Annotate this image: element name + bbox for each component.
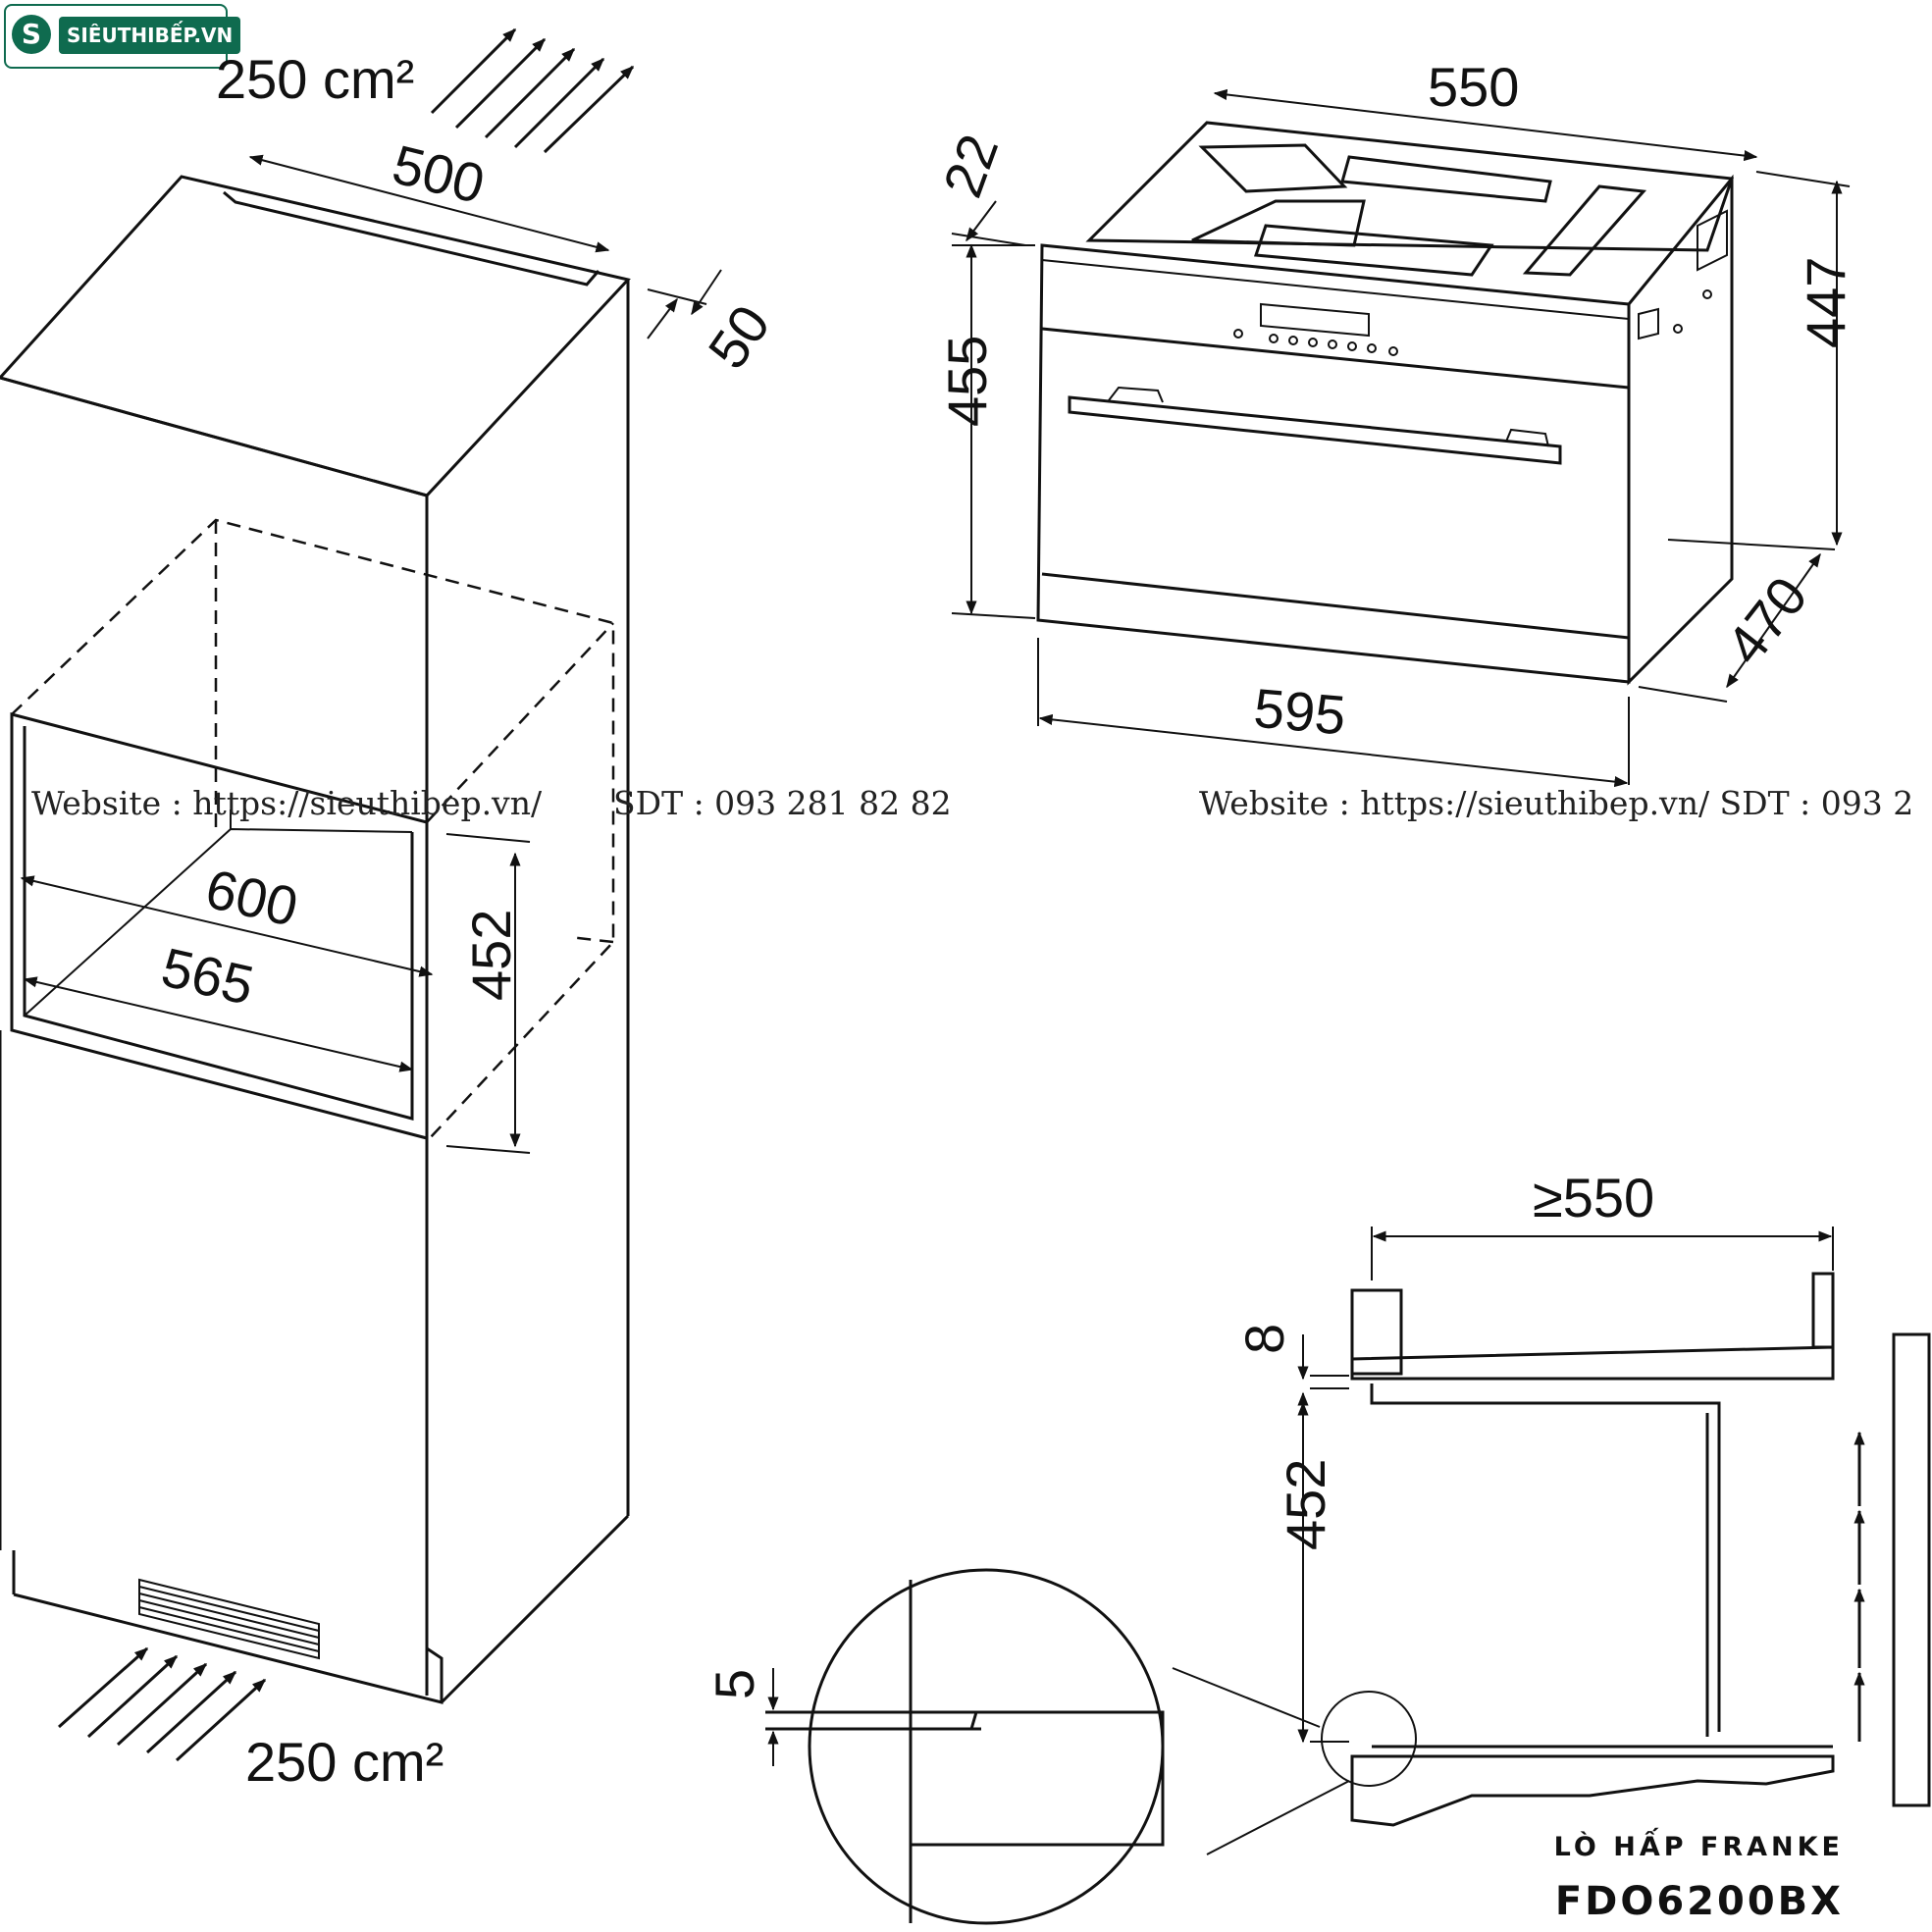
label-gap: 50 — [696, 294, 781, 380]
label-detail-gap: 5 — [704, 1669, 765, 1699]
label-inner-width: 565 — [156, 936, 259, 1017]
label-niche-height: 452 — [460, 910, 522, 1001]
product-caption-line1: LÒ HẤP FRANKE — [1553, 1832, 1844, 1862]
label-panel-thickness: 22 — [931, 127, 1011, 205]
label-outer-width: 600 — [200, 858, 303, 938]
product-model-code: FDO6200BX — [1554, 1879, 1844, 1924]
dim-niche-ext2 — [445, 1145, 531, 1154]
airflow-bottom-arrows — [58, 1646, 267, 1762]
label-section-niche-height: 452 — [1275, 1459, 1336, 1550]
dim-oven-top-depth — [1213, 88, 1758, 162]
label-cabinet-depth: 500 — [387, 132, 491, 215]
dim-cabinet-depth — [248, 154, 610, 253]
tall-cabinet — [0, 175, 631, 1704]
label-min-depth: ≥550 — [1533, 1167, 1654, 1228]
dim-470-ext — [1638, 686, 1728, 703]
label-oven-body-height: 447 — [1795, 257, 1856, 348]
label-vent-top: 250 cm² — [216, 48, 414, 110]
dim-oven-front-width — [1038, 713, 1629, 788]
dim-447-ext2 — [1667, 539, 1836, 550]
airflow-top-arrows — [430, 27, 635, 154]
dim-455-ext2 — [951, 612, 1036, 619]
label-oven-front-width: 595 — [1251, 677, 1348, 747]
watermark-phone-left: SDT : 093 281 82 82 — [613, 784, 952, 822]
label-vent-bottom: 250 cm² — [245, 1731, 444, 1793]
dim-gap-ext — [647, 288, 707, 305]
label-top-gap: 8 — [1233, 1324, 1295, 1354]
dim-oven-body-depth — [1726, 552, 1821, 689]
label-oven-top-depth: 550 — [1428, 56, 1519, 118]
logo-text: SIÊUTHIBẾP.VN — [59, 17, 241, 54]
watermark-website-left: Website : https://sieuthibep.vn/ — [31, 784, 543, 822]
dim-22-ext — [951, 233, 1026, 246]
label-oven-front-height: 455 — [936, 336, 998, 427]
dim-gap-arrow2 — [647, 297, 678, 339]
dim-inner-width — [23, 976, 414, 1072]
logo-mark-icon: S — [12, 15, 51, 54]
dim-22-arrow — [966, 200, 997, 242]
dim-gap-arrow1 — [691, 269, 722, 316]
dim-447-ext1 — [1755, 171, 1851, 187]
installation-section — [765, 1272, 1931, 1925]
dim-outer-width — [20, 875, 434, 977]
dim-niche-ext1 — [445, 833, 531, 843]
brand-logo: S SIÊUTHIBẾP.VN — [4, 4, 241, 69]
watermark-combined-right: Website : https://sieuthibep.vn/ SDT : 0… — [1199, 784, 1913, 822]
oven-body — [1036, 121, 1735, 686]
